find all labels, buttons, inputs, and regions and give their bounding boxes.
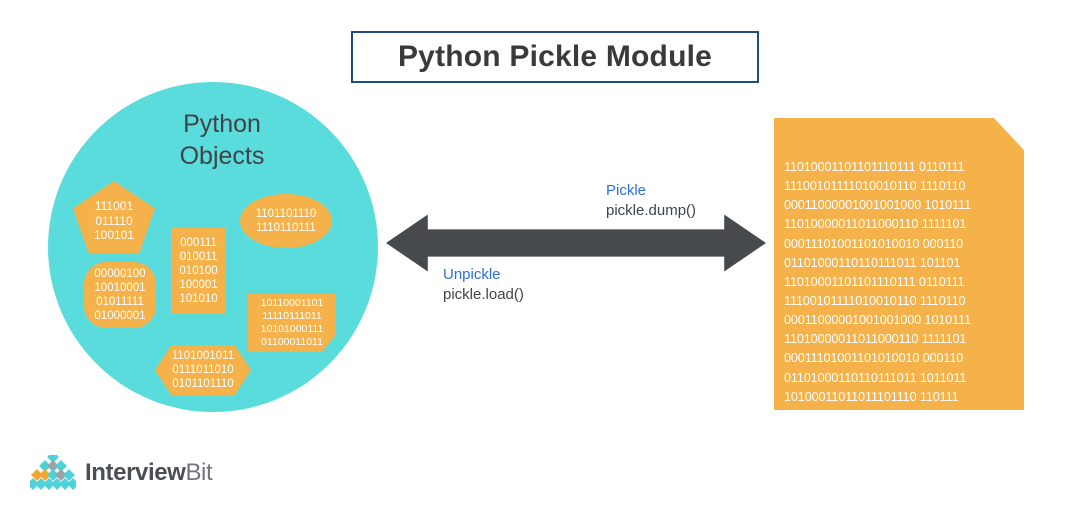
binary-line: 01100011011 (261, 335, 323, 348)
binary-line: 100101 (93, 228, 135, 243)
binary-line: 00000100 (94, 267, 146, 280)
binary-line: 1110110111 (256, 222, 316, 234)
binary-file-document (774, 118, 1024, 410)
interviewbit-wordmark: InterviewBit (85, 459, 213, 487)
object-shape-notched-rectangle: 10110001101 11110111011 10101000111 0110… (248, 294, 336, 352)
binary-line: 01101000110110111011 101101 (784, 255, 961, 270)
page-title: Python Pickle Module (397, 40, 713, 73)
binary-line: 11100101111010010110 1110110 (784, 179, 966, 194)
binary-line: 00011000001001001000 1010111 (784, 198, 972, 213)
binary-line: 01101000110110111011 1011011 (784, 370, 967, 385)
binary-line: 101010 (179, 293, 218, 306)
diagram-title-box: Python Pickle Module (351, 31, 759, 83)
binary-line: 0111011010 (172, 363, 234, 376)
brand-primary: Interview (85, 459, 186, 486)
binary-line: 100001 (179, 279, 218, 291)
binary-line: 00011000001001001000 1010111 (784, 313, 972, 328)
binary-line: 1101101110 (255, 207, 317, 220)
binary-line: 01011111 (96, 296, 144, 308)
object-shape-rectangle: 000111 010011 010100 100001 101010 (171, 228, 226, 314)
object-shape-hexagon: 1101001011 0111011010 0101101110 (155, 345, 251, 395)
binary-line: 11100101111010010110 1110110 (784, 293, 966, 308)
unpickle-title: Unpickle (443, 266, 501, 283)
object-shape-rounded-square: 00000100 10010001 01011111 01000001 (84, 262, 156, 328)
binary-line: 11010000011011000110 1111101 (784, 332, 967, 347)
binary-line: 11010001101101110111 0110111 (784, 160, 965, 174)
binary-line: 010100 (179, 264, 218, 277)
binary-line: 011110 (95, 213, 133, 228)
binary-line: 11010001101101110111 0110111 (784, 274, 965, 289)
unpickle-call: pickle.load() (443, 285, 524, 303)
binary-line: 000111 (180, 236, 217, 249)
pickle-title: Pickle (606, 182, 647, 199)
binary-file-content: 11010001101101110111 0110111 11100101111… (784, 158, 1016, 407)
binary-line: 11110111011 (262, 310, 322, 323)
binary-line: 0101101110 (172, 378, 234, 390)
pickle-label: Pickle pickle.dump() (606, 181, 696, 220)
interviewbit-logo-icon (30, 455, 76, 490)
binary-line: 10101000111 (260, 323, 324, 335)
object-shape-ellipse: 1101101110 1110110111 (240, 194, 332, 248)
binary-line: 10010001 (94, 281, 146, 294)
interviewbit-logo: InterviewBit (30, 455, 213, 491)
python-objects-label: Python Objects (179, 110, 265, 170)
binary-line: 010011 (179, 250, 218, 263)
binary-line: 10110001101 (260, 297, 324, 310)
pickle-call: pickle.dump() (606, 201, 697, 219)
binary-line: 10100011011011101110 110111 (784, 389, 959, 404)
binary-line: 01000001 (94, 310, 146, 323)
binary-line: 111001 (94, 199, 134, 214)
binary-line: 00011101001101010010 000110 (784, 236, 964, 251)
brand-secondary: Bit (185, 459, 213, 486)
binary-line: 11010000011011000110 1111101 (784, 217, 967, 232)
binary-line: 1101001011 (171, 349, 235, 362)
unpickle-label: Unpickle pickle.load() (443, 265, 524, 304)
binary-line: 00011101001101010010 000110 (784, 351, 964, 366)
